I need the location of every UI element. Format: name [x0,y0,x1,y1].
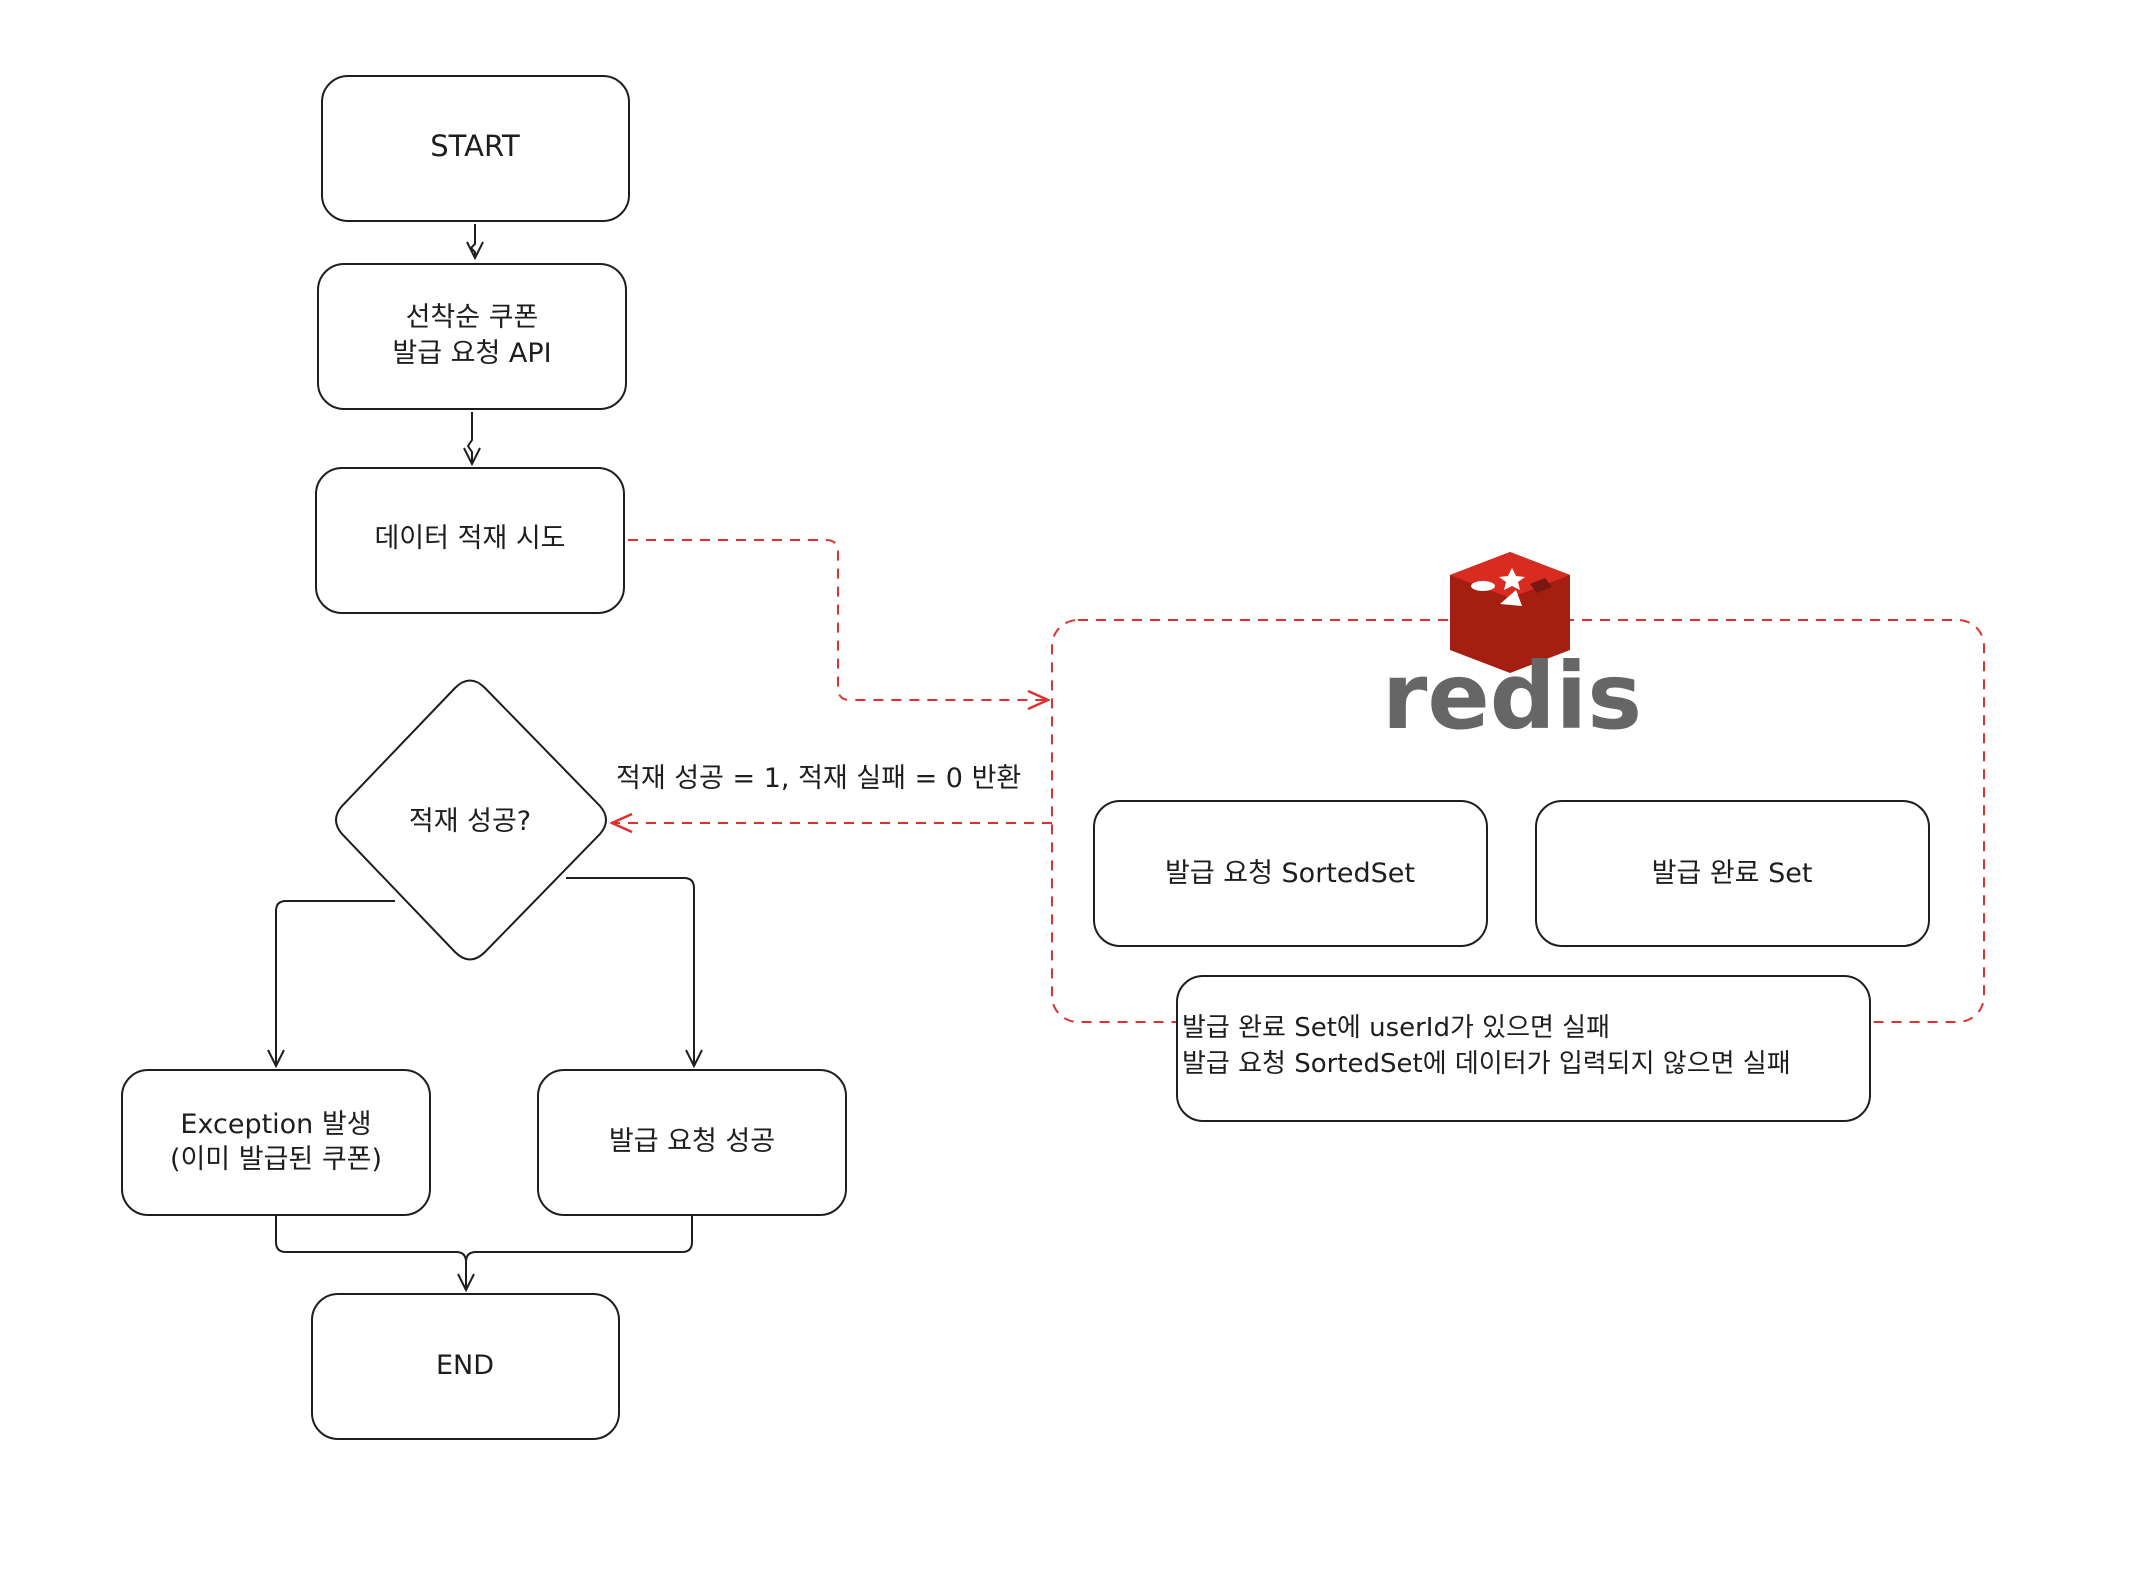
edge-attempt-to-redis [628,539,1048,700]
request-success-label: 발급 요청 성공 [609,1126,775,1157]
return-value-label: 적재 성공 = 1, 적재 실패 = 0 반환 [616,763,1021,794]
issued-set-label: 발급 완료 Set [1652,858,1813,889]
edge-decision-to-success [566,877,694,1066]
decision-label: 적재 성공? [409,806,531,837]
edge-api-to-attempt [468,412,472,464]
failure-note-node[interactable]: 발급 완료 Set에 userId가 있으면 실패 발급 요청 SortedSe… [1176,975,1871,1122]
sorted-set-node[interactable]: 발급 요청 SortedSet [1093,800,1488,947]
edge-decision-to-exception [276,900,395,1066]
request-success-node[interactable]: 발급 요청 성공 [537,1069,847,1216]
coupon-api-label-line1: 선착순 쿠폰 [406,302,539,333]
exception-node[interactable]: Exception 발생 (이미 발급된 쿠폰) [121,1069,431,1216]
issued-set-node[interactable]: 발급 완료 Set [1535,800,1930,947]
load-attempt-node[interactable]: 데이터 적재 시도 [315,467,625,614]
decision-node[interactable]: 적재 성공? [335,679,607,961]
exception-label-line1: Exception 발생 [180,1109,371,1140]
start-label: START [430,129,520,163]
redis-wordmark: redis [1382,643,1642,750]
redis-cube-icon [1450,552,1570,673]
sorted-set-label: 발급 요청 SortedSet [1165,858,1415,889]
end-node[interactable]: END [311,1293,620,1440]
end-label: END [436,1350,494,1381]
failure-note-line1: 발급 완료 Set에 userId가 있으면 실패 [1182,1013,1610,1043]
edge-start-to-api [471,224,475,258]
failure-note-line2: 발급 요청 SortedSet에 데이터가 입력되지 않으면 실패 [1182,1049,1791,1079]
exception-label-line2: (이미 발급된 쿠폰) [170,1144,382,1175]
redis-logo: redis [1382,552,1642,750]
coupon-api-node[interactable]: 선착순 쿠폰 발급 요청 API [317,263,627,410]
edge-exception-to-end [275,1216,466,1290]
edge-success-to-end [465,1216,693,1263]
coupon-api-label-line2: 발급 요청 API [392,338,551,369]
start-node[interactable]: START [321,75,630,222]
load-attempt-label: 데이터 적재 시도 [374,523,565,554]
